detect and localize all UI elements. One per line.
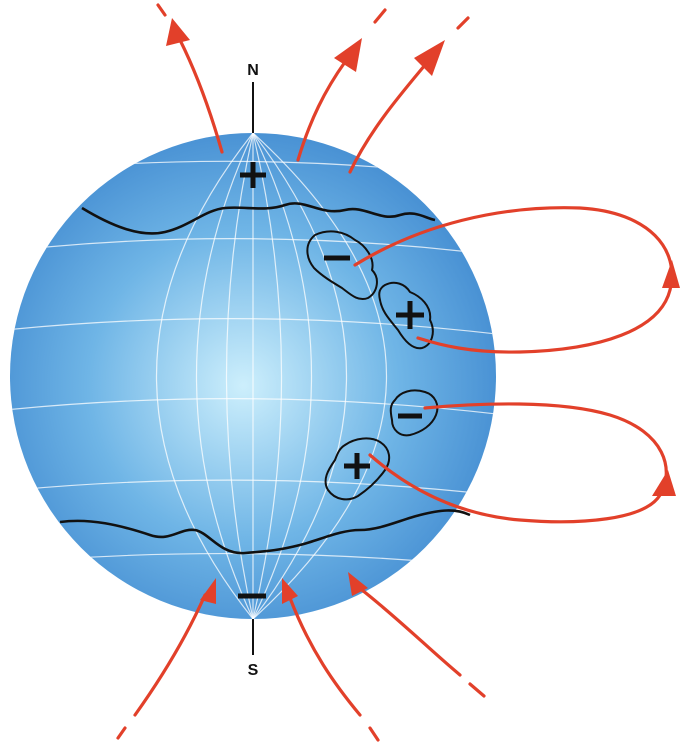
south-field-line-1-dash — [116, 726, 127, 740]
sunspot-lower-lower-outline — [324, 437, 391, 501]
south-field-line-3-dash — [468, 682, 486, 698]
latitude-longitude-grid — [10, 133, 496, 619]
northern-activity-belt-line — [81, 202, 436, 235]
south-field-line-1 — [133, 593, 207, 717]
sunspot-upper-left-outline — [306, 230, 378, 300]
south-field-arrow-3 — [348, 572, 368, 596]
north-field-arrow-1 — [166, 18, 190, 46]
north-field-line-2-dash — [373, 8, 387, 24]
southern-activity-belt-line — [59, 509, 471, 555]
south-field-arrow-2 — [282, 578, 298, 604]
upper-spot-plus-sign — [396, 301, 424, 329]
south-field-line-2-dash — [368, 726, 380, 742]
north-field-arrow-3 — [414, 40, 445, 76]
south-field-line-2 — [288, 596, 362, 717]
field-lines — [116, 3, 680, 742]
north-pole-label: N — [247, 62, 259, 79]
north-pole-plus-sign — [240, 162, 266, 188]
north-field-line-1-dash — [156, 3, 167, 17]
lower-spot-plus-sign — [344, 453, 370, 479]
north-field-line-2 — [296, 60, 347, 162]
south-field-arrow-1 — [200, 578, 216, 604]
north-field-arrow-2 — [334, 38, 362, 72]
south-pole-label: S — [248, 662, 259, 679]
upper-loop-arrow — [662, 260, 680, 288]
sunspot-upper-right-outline — [378, 281, 434, 350]
north-field-line-3 — [348, 63, 427, 174]
lower-loop-arrow — [652, 470, 676, 496]
north-field-line-3-dash — [456, 16, 470, 30]
sunspot-lower-upper-outline — [389, 389, 439, 437]
south-field-line-3 — [360, 588, 462, 677]
north-field-line-1 — [178, 38, 224, 154]
